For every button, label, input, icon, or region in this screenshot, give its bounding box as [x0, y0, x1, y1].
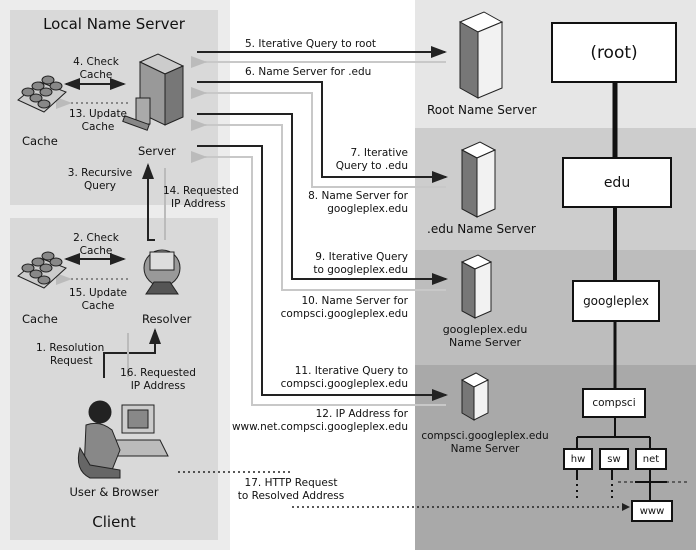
- edu-server-icon: [460, 141, 497, 218]
- local-name-server-title: Local Name Server: [43, 15, 185, 33]
- server-label: Server: [138, 144, 176, 158]
- client-cache-label: Cache: [22, 312, 58, 326]
- local-server-icon: [122, 53, 185, 131]
- arrow-step3: [142, 163, 155, 241]
- tree-node-www: www: [631, 500, 673, 522]
- line-step10: [191, 119, 446, 291]
- compsci-server-icon: [460, 372, 490, 421]
- step5-label: 5. Iterative Query to root: [245, 38, 377, 50]
- response-lines: [191, 56, 446, 406]
- tree-node-hw: hw: [563, 448, 593, 470]
- tree-node-root: (root): [551, 22, 677, 83]
- client-cache-icon: [17, 251, 67, 289]
- local-cache-icon: [17, 75, 67, 113]
- tree-node-compsci: compsci: [582, 388, 646, 418]
- resolver-label: Resolver: [142, 312, 192, 326]
- arrow-step17: [178, 471, 622, 508]
- line-step7: [197, 81, 448, 183]
- domain-tree-lines: [576, 82, 690, 502]
- root-server-label: Root Name Server: [427, 103, 537, 117]
- root-server-icon: [458, 11, 504, 99]
- query-lines: [197, 46, 448, 401]
- tree-node-sw: sw: [599, 448, 629, 470]
- line-step12: [191, 151, 446, 406]
- line-step9: [197, 113, 448, 285]
- user-browser-icon: [77, 400, 169, 479]
- line-step11: [197, 145, 448, 401]
- edu-server-label: .edu Name Server: [427, 222, 536, 236]
- googleplex-server-icon: [460, 254, 493, 319]
- step6-label: 6. Name Server for .edu: [245, 66, 372, 78]
- resolver-icon: [143, 249, 181, 295]
- user-browser-label: User & Browser: [69, 485, 159, 499]
- tree-node-edu: edu: [562, 157, 672, 208]
- arrow-step1: [103, 328, 161, 378]
- client-title: Client: [92, 513, 136, 531]
- line-step8: [191, 87, 446, 188]
- arrow-step17-head: [622, 503, 630, 511]
- tree-node-net: net: [635, 448, 667, 470]
- tree-node-googleplex: googleplex: [572, 280, 660, 322]
- local-cache-label: Cache: [22, 134, 58, 148]
